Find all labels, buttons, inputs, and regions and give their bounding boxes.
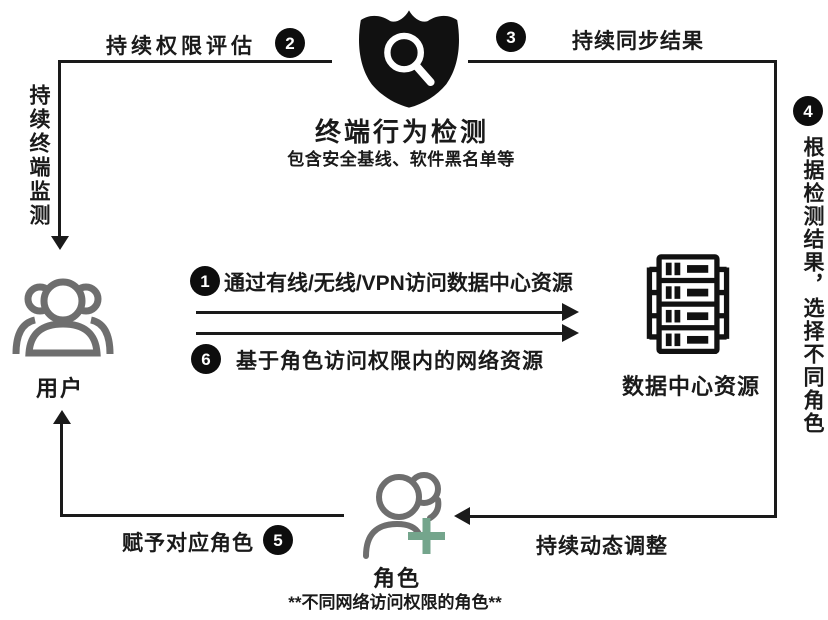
arrowhead-up-to-user [53, 410, 71, 424]
edge-line-bottomleft-horizontal [60, 514, 344, 517]
arrowhead-right-top [562, 303, 579, 321]
arrowhead-right-bottom [562, 324, 579, 342]
arrowhead-left-to-role [454, 507, 470, 525]
user-node [12, 276, 114, 358]
label-select-role-by-detection: 根据检测结果，选择不同角色 [801, 136, 824, 435]
step-badge-5: 5 [263, 525, 293, 555]
step-badge-2: 2 [275, 28, 305, 58]
label-assign-role: 赋予对应角色 [122, 532, 254, 555]
label-access-via-wired-wireless-vpn: 通过有线/无线/VPN访问数据中心资源 [224, 272, 573, 295]
user-label: 用户 [35, 376, 84, 401]
user-group-icon [12, 278, 114, 357]
step-badge-6: 6 [191, 344, 221, 374]
edge-line-right-vertical [774, 60, 777, 518]
step-badge-1: 1 [190, 266, 220, 296]
edge-line-bottomright-horizontal [470, 515, 776, 518]
detector-node [350, 6, 468, 112]
label-continuous-sync-results: 持续同步结果 [572, 30, 704, 53]
role-title: 角色 [372, 566, 421, 591]
datacenter-label: 数据中心资源 [621, 374, 760, 399]
edge-line-left-vertical [58, 60, 61, 236]
arrowhead-down-to-user [51, 236, 69, 250]
detector-subtitle: 包含安全基线、软件黑名单等 [287, 150, 515, 169]
center-arrow-top-shaft [196, 311, 564, 314]
role-subtitle: **不同网络访问权限的角色** [288, 593, 502, 612]
shield-magnifier-icon [359, 10, 459, 108]
step-badge-4: 4 [793, 96, 823, 126]
edge-line-topleft-horizontal [58, 60, 332, 63]
datacenter-node [634, 252, 742, 364]
person-add-icon [363, 472, 445, 559]
step-badge-3: 3 [496, 22, 526, 52]
detector-title: 终端行为检测 [314, 117, 489, 147]
edge-line-topright-horizontal [468, 60, 776, 63]
label-role-based-access: 基于角色访问权限内的网络资源 [236, 350, 544, 373]
center-arrow-bottom-shaft [196, 332, 564, 335]
label-continuous-terminal-monitoring: 持续终端监测 [27, 84, 50, 228]
server-rack-icon [646, 254, 730, 355]
label-continuous-permission-evaluation: 持续权限评估 [106, 35, 256, 58]
label-continuous-dynamic-adjustment: 持续动态调整 [536, 535, 668, 558]
role-node [362, 472, 450, 560]
edge-line-bottomleft-vertical [60, 424, 63, 517]
